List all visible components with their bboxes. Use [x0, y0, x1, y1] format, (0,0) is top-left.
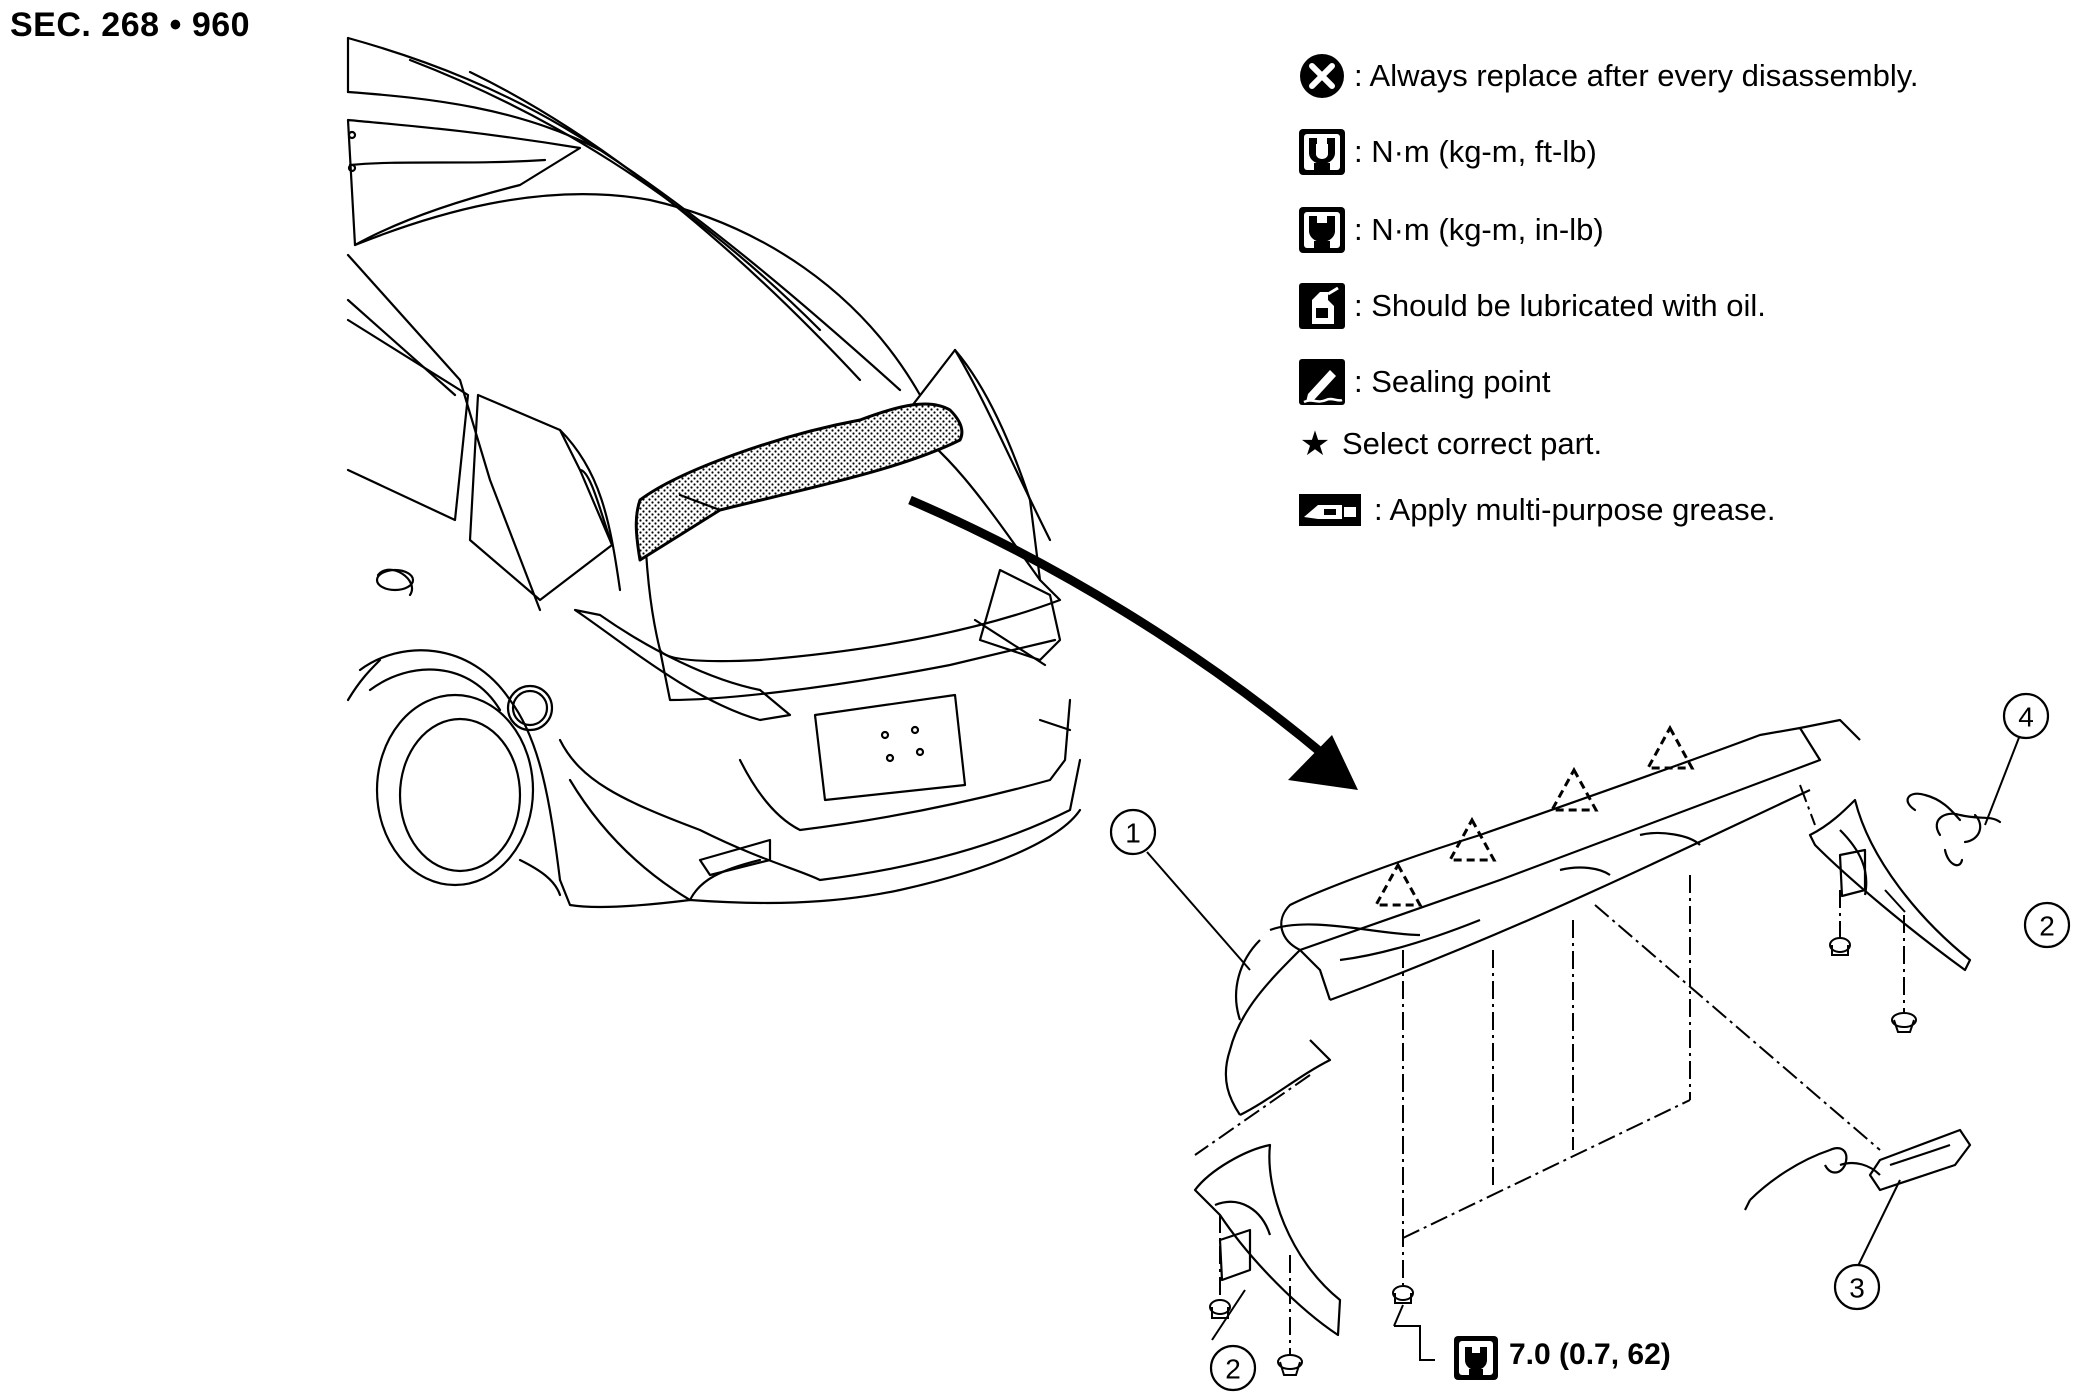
legend-text: : N·m (kg-m, in-lb) — [1354, 212, 1604, 247]
callout-4: 4 — [2002, 692, 2050, 740]
legend-text: : Should be lubricated with oil. — [1354, 288, 1766, 323]
pointer-arrow — [908, 495, 1358, 790]
legend-item-oil: : Should be lubricated with oil. — [1298, 282, 1766, 330]
callout-1: 1 — [1109, 808, 1157, 856]
legend-text: : N·m (kg-m, ft-lb) — [1354, 134, 1597, 169]
star-icon: ★ — [1299, 425, 1331, 463]
rear-spoiler-part — [1224, 718, 1861, 1116]
callout-number: 2 — [2039, 911, 2055, 942]
legend-text: : Apply multi-purpose grease. — [1374, 492, 1776, 527]
alignment-lines — [1194, 784, 1905, 1355]
legend-text: : Sealing point — [1354, 364, 1551, 399]
legend-item-sealing: : Sealing point — [1298, 358, 1550, 406]
torque-inlb-icon — [1299, 207, 1345, 253]
torque-ftlb-icon — [1299, 129, 1345, 175]
side-fin-parts — [1193, 798, 1972, 1337]
callout-number: 3 — [1849, 1273, 1865, 1304]
fastener-grommets — [1209, 937, 1917, 1376]
legend-text: : Always replace after every disassembly… — [1354, 58, 1919, 93]
legend-item-torque-ftlb: : N·m (kg-m, ft-lb) — [1298, 128, 1597, 176]
grease-gun-icon — [1299, 494, 1361, 526]
callout-number: 1 — [1125, 818, 1141, 849]
sealing-marks — [1373, 724, 1695, 907]
callout-number: 4 — [2018, 702, 2034, 733]
torque-spec: 7.0 (0.7, 62) — [1509, 1338, 1671, 1371]
section-code: SEC. 268 • 960 — [10, 6, 251, 44]
cross-circle-icon — [1300, 54, 1344, 98]
legend-item-grease: : Apply multi-purpose grease. — [1298, 492, 1776, 528]
high-mount-stop-lamp-part — [1744, 1128, 1972, 1211]
legend-text: Select correct part. — [1342, 426, 1603, 461]
sealing-point-icon — [1299, 359, 1345, 405]
vehicle-illustration — [346, 36, 1082, 909]
legend-item-torque-inlb: : N·m (kg-m, in-lb) — [1298, 206, 1604, 254]
leader-lines — [1146, 734, 2021, 1361]
legend-item-select: ★ Select correct part. — [1298, 424, 1602, 464]
callout-2-left: 2 — [1209, 1344, 1257, 1392]
torque-inlb-icon — [1454, 1336, 1498, 1380]
callout-number: 2 — [1225, 1354, 1241, 1385]
oil-can-icon — [1299, 283, 1345, 329]
callout-3: 3 — [1833, 1263, 1881, 1311]
legend-item-replace: : Always replace after every disassembly… — [1298, 52, 1919, 100]
clip-part — [1906, 792, 2002, 867]
callout-2-right: 2 — [2023, 901, 2071, 949]
